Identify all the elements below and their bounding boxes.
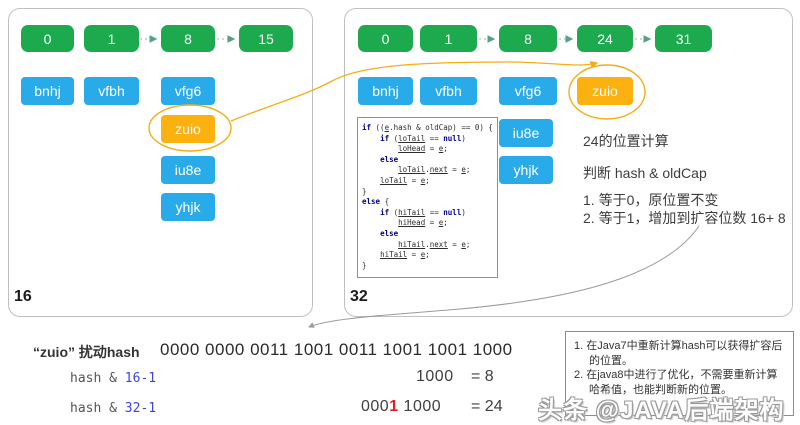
toutiao-watermark: 头条 @JAVA后端架构: [538, 397, 785, 424]
code-line: loTail = e;: [380, 175, 430, 185]
java7-java8-note-box: 1. 在Java7中重新计算hash可以获得扩容后的位置。 2. 在java8中…: [565, 331, 794, 416]
entry-node: iu8e: [499, 119, 553, 147]
capacity-label-32: 32: [350, 288, 368, 305]
bucket-node: 0: [358, 25, 413, 52]
mask-32-1: 32-1: [124, 401, 157, 416]
code-line: if (hiTail == null): [380, 207, 466, 217]
bucket-node: 0: [21, 25, 74, 52]
entry-node: bnhj: [358, 77, 413, 105]
entry-node-highlighted: zuio: [161, 115, 215, 143]
bits-suffix: 1000: [398, 398, 442, 415]
rule-item-1: 1. 等于0，原位置不变: [583, 192, 719, 208]
code-line: if (loTail == null): [380, 133, 466, 143]
bits-prefix: 000: [361, 398, 390, 415]
judge-hash-oldcap-label: 判断 hash & oldCap: [583, 165, 707, 181]
expr-prefix: hash &: [70, 401, 125, 416]
hash-binary-value: 0000 0000 0011 1001 0011 1001 1001 1000: [160, 340, 513, 359]
entry-node: vfbh: [84, 77, 139, 105]
code-line: }: [362, 260, 367, 270]
code-line: if ((e.hash & oldCap) == 0) {: [362, 123, 493, 132]
expr-prefix: hash &: [70, 371, 125, 386]
resize-code-snippet: if ((e.hash & oldCap) == 0) { if (loTail…: [357, 117, 498, 278]
code-line: loHead = e;: [398, 144, 448, 154]
result-equals-8: = 8: [471, 368, 494, 385]
bucket-node: 24: [577, 25, 633, 52]
entry-node: yhjk: [161, 193, 215, 221]
code-line: else: [380, 154, 399, 164]
zuio-hash-label: “zuio” 扰动hash: [33, 344, 140, 360]
result-equals-24: = 24: [471, 398, 503, 415]
bucket-node: 8: [161, 25, 215, 52]
bucket-node: 8: [499, 25, 557, 52]
capacity-label-16: 16: [14, 288, 32, 305]
note-item-2: 2. 在java8中进行了优化，不需要重新计算哈希值，也能判断新的位置。: [574, 369, 778, 396]
code-line: hiTail = e;: [380, 250, 430, 260]
code-line: else: [380, 228, 399, 238]
hash-and-31-expression: hash & 32-1: [70, 401, 156, 416]
entry-node: iu8e: [161, 156, 215, 184]
code-line: else {: [362, 197, 390, 207]
code-line: loTail.next = e;: [398, 165, 471, 175]
bucket-node: 31: [655, 25, 712, 52]
entry-node: bnhj: [21, 77, 74, 105]
code-line: }: [362, 186, 367, 196]
entry-node: vfg6: [161, 77, 215, 105]
entry-node: vfbh: [420, 77, 477, 105]
note-item-1: 1. 在Java7中重新计算hash可以获得扩容后的位置。: [574, 340, 783, 367]
bucket-node: 1: [84, 25, 139, 52]
hash-and-15-expression: hash & 16-1: [70, 371, 156, 386]
carry-bit: 1: [389, 398, 399, 415]
position-calc-title: 24的位置计算: [583, 133, 669, 149]
entry-node: yhjk: [499, 156, 553, 184]
hashmap-16-panel: [8, 8, 313, 317]
bucket-node: 15: [239, 25, 293, 52]
code-line: hiHead = e;: [398, 218, 448, 228]
result-bits-8: 1000: [416, 368, 454, 385]
entry-node-highlighted: zuio: [577, 77, 633, 105]
rule-item-2: 2. 等于1，增加到扩容位数 16+ 8: [583, 210, 786, 226]
code-line: hiTail.next = e;: [398, 239, 471, 249]
mask-16-1: 16-1: [124, 371, 157, 386]
entry-node: vfg6: [499, 77, 557, 105]
bucket-node: 1: [420, 25, 477, 52]
result-bits-24: 0001 1000: [361, 398, 441, 416]
